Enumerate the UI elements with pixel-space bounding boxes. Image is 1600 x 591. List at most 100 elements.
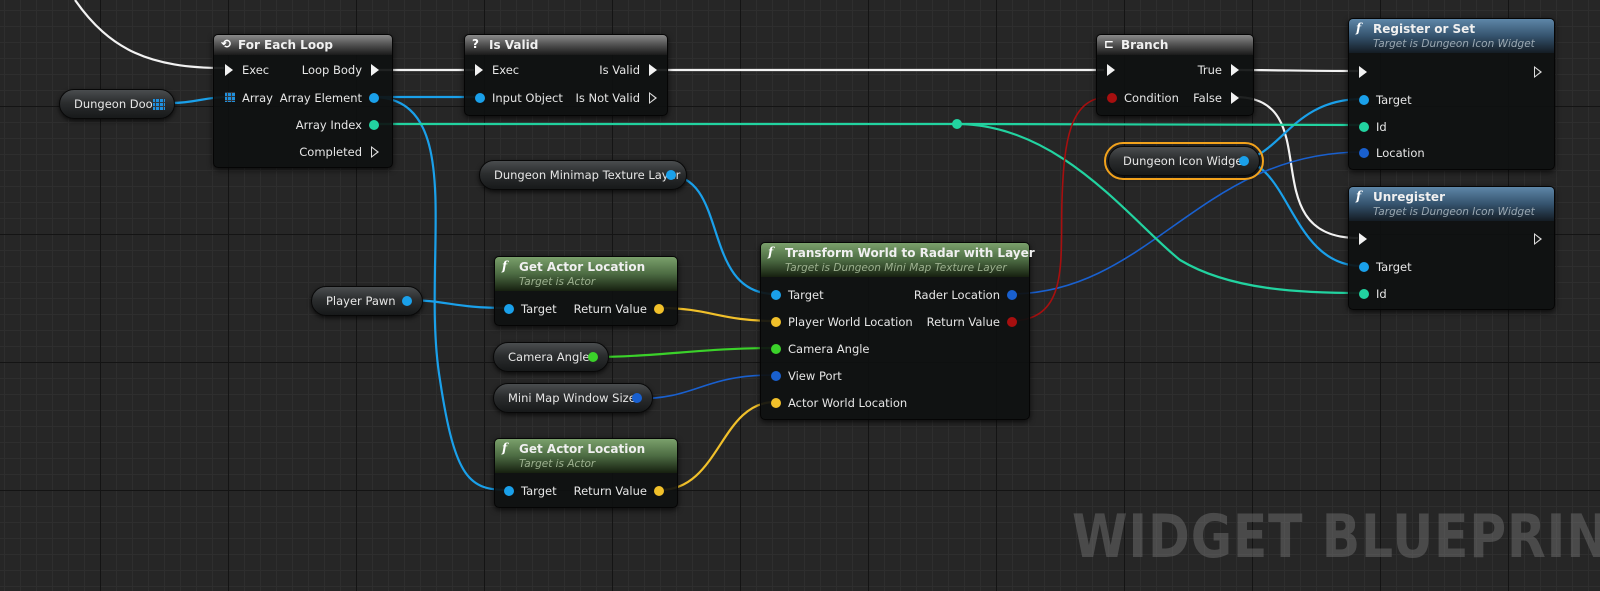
vector-pin-icon — [654, 304, 664, 314]
var-mini-map-window-size[interactable]: Mini Map Window Size — [493, 383, 653, 413]
widget-blueprint-watermark: WIDGET BLUEPRINT — [1072, 502, 1600, 572]
pin-exec-in[interactable] — [1107, 63, 1124, 77]
pin-target-in[interactable]: Target — [771, 288, 824, 302]
pin-player-world-location-in[interactable]: Player World Location — [771, 315, 913, 329]
pin-is-valid-out[interactable]: Is Valid — [599, 63, 657, 77]
question-icon: ? — [472, 37, 479, 51]
var-player-pawn[interactable]: Player Pawn — [311, 286, 423, 316]
exec-pin-icon — [225, 64, 233, 76]
node-subtitle: Target is Dungeon Icon Widget — [1373, 38, 1535, 50]
branch-icon: ⊏ — [1104, 37, 1115, 51]
pin-view-port-in[interactable]: View Port — [771, 369, 842, 383]
var-camera-angle[interactable]: Camera Angle — [493, 342, 609, 372]
node-header[interactable]: f Get Actor Location Target is Actor — [495, 257, 677, 291]
is-valid-node[interactable]: ? Is Valid Exec Input Object Is Valid Is… — [464, 34, 668, 116]
exec-pin-icon — [1231, 92, 1239, 104]
pin-actor-world-location-in[interactable]: Actor World Location — [771, 396, 907, 410]
node-header[interactable]: ⊏ Branch — [1097, 35, 1253, 55]
pin-target-in[interactable]: Target — [1359, 260, 1412, 274]
pin-id-in[interactable]: Id — [1359, 120, 1387, 134]
object-pin-icon — [1359, 95, 1369, 105]
node-title: Transform World to Radar with Layer — [785, 246, 1035, 260]
vector-pin-icon — [771, 317, 781, 327]
pin-false-out[interactable]: False — [1193, 91, 1239, 105]
wire-return-to-condition — [1009, 96, 1110, 322]
pin-loop-body-out[interactable]: Loop Body — [302, 63, 379, 77]
pin-array-element-out[interactable]: Array Element — [280, 91, 379, 105]
vector2d-pin-icon — [1007, 290, 1017, 300]
object-pin-icon — [369, 93, 379, 103]
node-title: Unregister — [1373, 190, 1445, 204]
pin-exec-in[interactable] — [1359, 65, 1376, 79]
array-grid-icon — [153, 98, 165, 110]
node-subtitle: Target is Dungeon Icon Widget — [1373, 206, 1535, 218]
pin-id-in[interactable]: Id — [1359, 287, 1387, 301]
pin-camera-angle-in[interactable]: Camera Angle — [771, 342, 870, 356]
pin-completed-out[interactable]: Completed — [299, 145, 379, 159]
bool-pin-icon — [1007, 317, 1017, 327]
vector-pin-icon — [771, 398, 781, 408]
wire-index-to-unregister-id — [956, 122, 1363, 295]
branch-node[interactable]: ⊏ Branch Condition True False — [1096, 34, 1254, 116]
pin-exec-in[interactable]: Exec — [475, 63, 519, 77]
pin-exec-in[interactable]: Exec — [225, 63, 269, 77]
node-header[interactable]: f Register or Set Target is Dungeon Icon… — [1349, 19, 1554, 53]
get-actor-location-node-2[interactable]: f Get Actor Location Target is Actor Tar… — [494, 438, 678, 508]
var-dungeon-minimap-texture-layer[interactable]: Dungeon Minimap Texture Layer — [479, 160, 687, 190]
node-header[interactable]: f Unregister Target is Dungeon Icon Widg… — [1349, 187, 1554, 221]
pin-exec-out[interactable] — [1525, 232, 1542, 246]
exec-pin-icon — [1359, 66, 1367, 78]
var-dungeon-doors[interactable]: Dungeon Doors — [59, 89, 175, 119]
pin-target-in[interactable]: Target — [504, 484, 557, 498]
unregister-node[interactable]: f Unregister Target is Dungeon Icon Widg… — [1348, 186, 1555, 310]
node-subtitle: Target is Actor — [519, 276, 596, 288]
wire-reroute-knot[interactable] — [952, 119, 962, 129]
get-actor-location-node-1[interactable]: f Get Actor Location Target is Actor Tar… — [494, 256, 678, 326]
pin-exec-out[interactable] — [1525, 65, 1542, 79]
node-header[interactable]: ⟲ For Each Loop — [214, 35, 392, 55]
node-title: Register or Set — [1373, 22, 1476, 36]
pin-input-object-in[interactable]: Input Object — [475, 91, 563, 105]
pin-location-in[interactable]: Location — [1359, 146, 1425, 160]
exec-pin-hollow-icon — [1534, 66, 1542, 78]
vector2d-pin-icon — [771, 371, 781, 381]
wire-camera-angle — [589, 346, 776, 359]
transform-world-to-radar-node[interactable]: f Transform World to Radar with Layer Ta… — [760, 242, 1035, 420]
pin-target-in[interactable]: Target — [1359, 93, 1412, 107]
wire-widget-to-unregister-target — [1237, 158, 1363, 268]
node-header[interactable]: f Transform World to Radar with Layer Ta… — [761, 243, 1035, 277]
wire-exec-false-to-unregister — [1234, 95, 1359, 240]
var-dungeon-icon-widget[interactable]: Dungeon Icon Widget — [1104, 142, 1264, 180]
bool-pin-icon — [1107, 93, 1117, 103]
exec-pin-icon — [649, 64, 657, 76]
pin-rader-location-out[interactable]: Rader Location — [914, 288, 1017, 302]
for-each-loop-node[interactable]: ⟲ For Each Loop Exec Array Loop Body Arr… — [213, 34, 393, 168]
pin-exec-in[interactable] — [1359, 232, 1376, 246]
pin-true-out[interactable]: True — [1198, 63, 1239, 77]
exec-pin-hollow-icon — [1534, 233, 1542, 245]
node-subtitle: Target is Dungeon Mini Map Texture Layer — [785, 262, 1007, 274]
pin-array-in[interactable]: Array — [225, 91, 273, 105]
object-pin-icon — [1239, 156, 1249, 166]
pin-array-index-out[interactable]: Array Index — [296, 118, 379, 132]
pin-return-value-out[interactable]: Return Value — [574, 302, 664, 316]
exec-pin-icon — [475, 64, 483, 76]
vector2d-pin-icon — [1359, 148, 1369, 158]
node-title: For Each Loop — [238, 38, 333, 52]
pin-return-value-out[interactable]: Return Value — [927, 315, 1017, 329]
function-icon: f — [1356, 21, 1362, 35]
node-header[interactable]: f Get Actor Location Target is Actor — [495, 439, 677, 473]
wire-window-to-viewport — [632, 374, 776, 400]
float-pin-icon — [588, 352, 598, 362]
register-or-set-node[interactable]: f Register or Set Target is Dungeon Icon… — [1348, 18, 1555, 170]
node-header[interactable]: ? Is Valid — [465, 35, 667, 55]
pin-condition-in[interactable]: Condition — [1107, 91, 1179, 105]
node-subtitle: Target is Actor — [519, 458, 596, 470]
pin-is-not-valid-out[interactable]: Is Not Valid — [575, 91, 657, 105]
wire-exec-entry — [74, 0, 225, 70]
array-grid-icon — [225, 92, 235, 102]
pin-target-in[interactable]: Target — [504, 302, 557, 316]
integer-pin-icon — [369, 120, 379, 130]
pin-return-value-out[interactable]: Return Value — [574, 484, 664, 498]
exec-pin-hollow-icon — [371, 146, 379, 158]
